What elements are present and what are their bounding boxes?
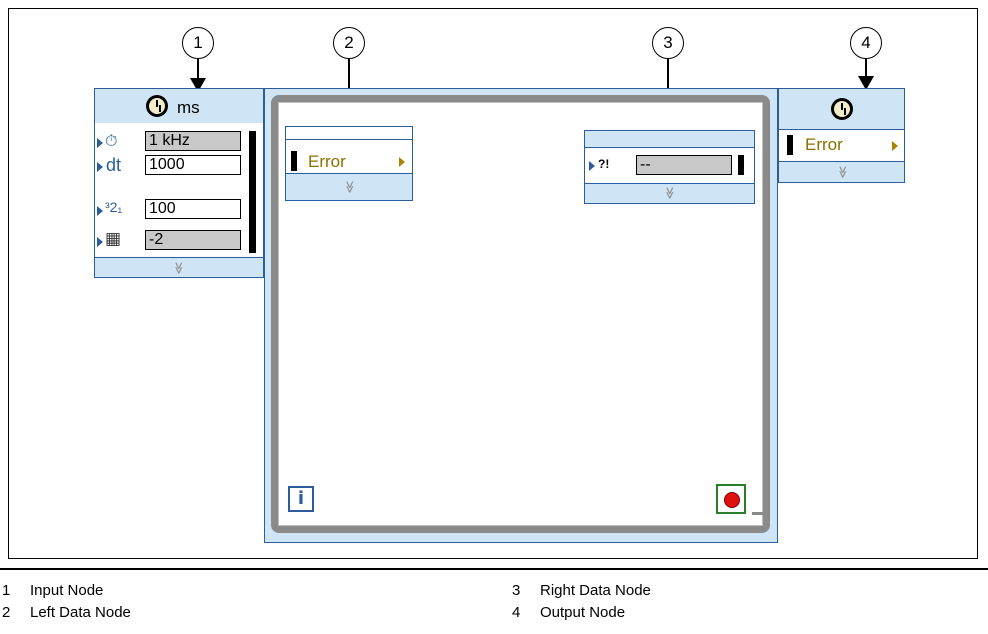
callout-2: 2 <box>333 27 365 59</box>
input-node-unit: ms <box>177 98 200 117</box>
callout-4-arrow-head <box>858 76 874 90</box>
clock-icon <box>831 98 853 120</box>
output-node-body <box>779 129 904 162</box>
figure-frame <box>8 8 978 559</box>
callout-4-arrow-line <box>865 59 867 77</box>
input-row-priority[interactable]: ³2₁ 100 <box>97 199 261 223</box>
legend-label: Right Data Node <box>540 582 651 599</box>
stop-condition-icon[interactable] <box>716 484 746 514</box>
output-arrow-icon <box>399 157 405 167</box>
left-data-node-terminal-bar <box>291 151 297 171</box>
callout-1: 1 <box>182 27 214 59</box>
legend-number: 4 <box>512 604 521 621</box>
input-row-timing-source[interactable]: ⏱ 1 kHz <box>97 131 261 155</box>
right-data-node-header <box>585 131 754 147</box>
error-status-icon: ?! <box>598 157 610 171</box>
processor-icon: ▦ <box>105 229 122 249</box>
period-icon: dt <box>106 155 122 175</box>
left-data-node-body <box>286 139 412 174</box>
input-arrow-icon <box>97 237 103 247</box>
left-data-node-footer <box>286 173 412 200</box>
callout-4: 4 <box>850 27 882 59</box>
legend-item-3: 3 Right Data Node <box>512 582 651 600</box>
output-arrow-icon <box>892 141 898 151</box>
timing-source-field[interactable]: 1 kHz <box>145 131 241 151</box>
legend-item-1: 1 Input Node <box>2 582 103 600</box>
chevron-down-icon[interactable]: ≫ <box>343 180 357 192</box>
legend-number: 2 <box>2 604 11 621</box>
input-arrow-icon <box>97 206 103 216</box>
iteration-terminal-icon[interactable]: i <box>288 486 314 512</box>
legend-number: 3 <box>512 582 521 599</box>
clock-icon <box>146 95 168 117</box>
left-data-node-header <box>286 127 412 139</box>
processor-field[interactable]: -2 <box>145 230 241 250</box>
chevron-down-icon[interactable]: ≫ <box>172 261 186 273</box>
legend-label: Left Data Node <box>30 604 131 621</box>
left-data-node-label: Error <box>308 152 346 171</box>
input-row-period[interactable]: dt 1000 <box>97 155 261 179</box>
input-arrow-icon <box>97 162 103 172</box>
legend-label: Input Node <box>30 582 104 599</box>
output-node[interactable]: Error ≫ <box>778 88 905 183</box>
input-node-footer <box>95 257 263 277</box>
right-data-node-field[interactable]: -- <box>636 155 732 175</box>
legend-item-2: 2 Left Data Node <box>2 604 131 622</box>
chevron-down-icon[interactable]: ≫ <box>663 186 677 198</box>
timed-loop-border <box>271 95 770 533</box>
chevron-down-icon[interactable]: ≫ <box>836 165 850 177</box>
input-node-terminal-bar <box>249 131 256 253</box>
priority-field[interactable]: 100 <box>145 199 241 219</box>
right-data-node[interactable]: ?! -- ≫ <box>584 130 755 204</box>
input-row-processor[interactable]: ▦ -2 <box>97 229 261 254</box>
right-data-node-terminal-bar <box>738 155 744 175</box>
input-arrow-icon <box>97 138 103 148</box>
callout-3: 3 <box>652 27 684 59</box>
right-data-node-footer <box>585 183 754 203</box>
legend-number: 1 <box>2 582 11 599</box>
period-field[interactable]: 1000 <box>145 155 241 175</box>
input-arrow-icon <box>589 161 595 171</box>
output-node-label: Error <box>805 135 843 154</box>
legend-separator <box>0 568 988 570</box>
legend-label: Output Node <box>540 604 626 621</box>
input-node-header <box>95 89 263 123</box>
legend-item-4: 4 Output Node <box>512 604 625 622</box>
left-data-node[interactable]: Error ≫ <box>285 126 413 201</box>
priority-icon: ³2₁ <box>105 199 123 215</box>
input-node[interactable]: ms ⏱ 1 kHz dt 1000 ³2₁ 100 ▦ -2 ≫ <box>94 88 264 278</box>
output-node-terminal-bar <box>787 135 793 155</box>
callout-1-arrow-line <box>197 59 199 79</box>
output-node-footer <box>779 161 904 182</box>
loop-conditional-wire <box>752 512 766 515</box>
timing-source-icon: ⏱ <box>105 131 118 150</box>
